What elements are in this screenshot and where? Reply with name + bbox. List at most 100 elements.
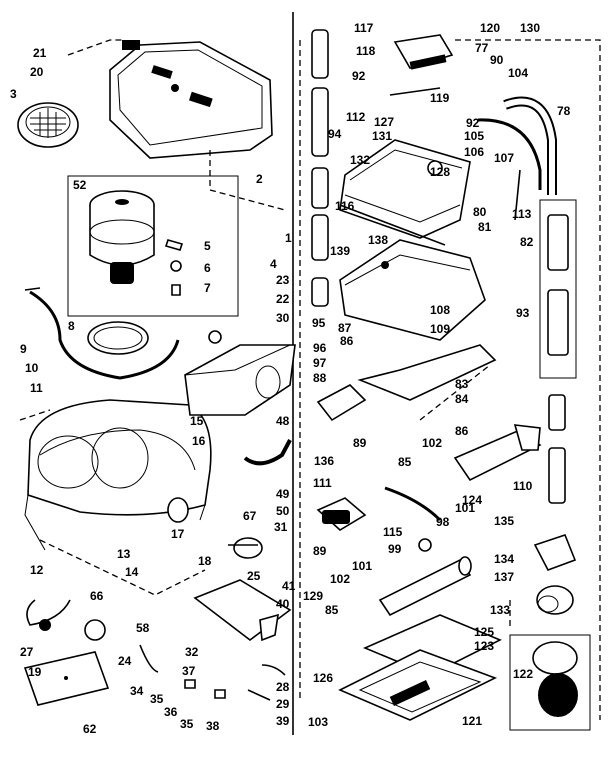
label-12: 12 [30, 563, 44, 577]
label-92a: 92 [352, 69, 366, 83]
canister-leader [19, 409, 206, 596]
power-nozzle-cover-part [339, 239, 486, 341]
label-89a: 89 [353, 436, 367, 450]
label-10: 10 [25, 361, 39, 375]
label-89b: 89 [313, 544, 327, 558]
label-104: 104 [508, 66, 529, 80]
label-78: 78 [557, 104, 571, 118]
label-11: 11 [30, 381, 43, 395]
label-125: 125 [474, 625, 495, 639]
motor-assembly-box [67, 175, 239, 317]
cuff-122 [532, 641, 578, 675]
label-136: 136 [314, 454, 335, 468]
label-83: 83 [455, 377, 469, 391]
label-14: 14 [125, 565, 139, 579]
nut-6 [170, 260, 182, 272]
label-23: 23 [276, 273, 290, 287]
label-112: 112 [346, 110, 366, 124]
label-138: 138 [368, 233, 389, 247]
label-4: 4 [270, 257, 277, 271]
label-77: 77 [475, 41, 489, 55]
switch-31 [233, 537, 263, 559]
label-35b: 35 [180, 717, 194, 731]
label-82: 82 [520, 235, 534, 249]
label-22: 22 [276, 292, 290, 306]
label-123: 123 [474, 639, 495, 653]
dusting-brush-part [389, 34, 454, 96]
label-15: 15 [190, 414, 204, 428]
cord-part [29, 290, 180, 380]
label-105: 105 [464, 129, 485, 143]
label-121: 121 [462, 714, 483, 728]
label-134: 134 [494, 552, 515, 566]
label-41: 41 [282, 579, 296, 593]
label-132: 132 [350, 153, 371, 167]
top-cover-leader [67, 39, 286, 211]
label-36: 36 [164, 705, 178, 719]
label-94: 94 [328, 127, 342, 141]
label-31: 31 [274, 520, 288, 534]
gasket-part [87, 321, 149, 355]
label-66: 66 [90, 589, 104, 603]
label-93: 93 [516, 306, 530, 320]
clip-23 [208, 330, 222, 344]
label-9: 9 [20, 342, 27, 356]
label-137: 137 [494, 570, 515, 584]
label-103: 103 [308, 715, 329, 729]
label-108: 108 [430, 303, 451, 317]
label-109: 109 [430, 322, 451, 336]
label-49: 49 [276, 487, 290, 501]
wheel-19 [84, 619, 106, 641]
label-40: 40 [276, 597, 290, 611]
label-86b: 86 [455, 424, 469, 438]
label-7: 7 [204, 281, 211, 295]
bearing-98 [418, 538, 432, 552]
label-102b: 102 [330, 572, 351, 586]
swivel-133-part [536, 585, 574, 615]
label-99: 99 [388, 542, 402, 556]
label-115: 115 [383, 525, 403, 539]
label-135: 135 [494, 514, 515, 528]
label-16: 16 [192, 434, 206, 448]
label-86a: 86 [340, 334, 354, 348]
label-62: 62 [83, 722, 97, 736]
label-130: 130 [520, 21, 541, 35]
label-20: 20 [30, 65, 44, 79]
label-48: 48 [276, 414, 290, 428]
label-116: 116 [335, 199, 355, 213]
frame-83 [357, 344, 497, 401]
cord-66 [26, 599, 71, 626]
label-5: 5 [204, 239, 211, 253]
label-117: 117 [354, 21, 374, 35]
label-1: 1 [285, 231, 292, 245]
label-95: 95 [312, 316, 326, 330]
label-102a: 102 [422, 436, 443, 450]
label-113: 113 [512, 207, 532, 221]
handle-134 [533, 534, 577, 571]
motor-part [89, 190, 155, 284]
filter-housing-part [184, 344, 296, 416]
label-133: 133 [490, 603, 511, 617]
label-119: 119 [430, 91, 450, 105]
label-80: 80 [473, 205, 487, 219]
label-84: 84 [455, 392, 469, 406]
belt-115 [384, 486, 442, 522]
label-107: 107 [494, 151, 515, 165]
label-97: 97 [313, 356, 327, 370]
cuff-121 [538, 673, 578, 717]
label-124: 124 [462, 493, 483, 507]
hose-49 [243, 439, 292, 466]
bumper-116 [339, 204, 446, 246]
canister-body-part [24, 399, 212, 551]
label-28: 28 [276, 680, 290, 694]
label-131: 131 [372, 129, 393, 143]
label-27: 27 [20, 645, 34, 659]
label-58: 58 [136, 621, 150, 635]
extension-wand-part [547, 214, 569, 504]
label-128: 128 [430, 165, 451, 179]
label-98: 98 [436, 515, 450, 529]
label-67: 67 [243, 509, 257, 523]
wand-tube-part [311, 29, 329, 307]
latch-88 [316, 384, 367, 422]
